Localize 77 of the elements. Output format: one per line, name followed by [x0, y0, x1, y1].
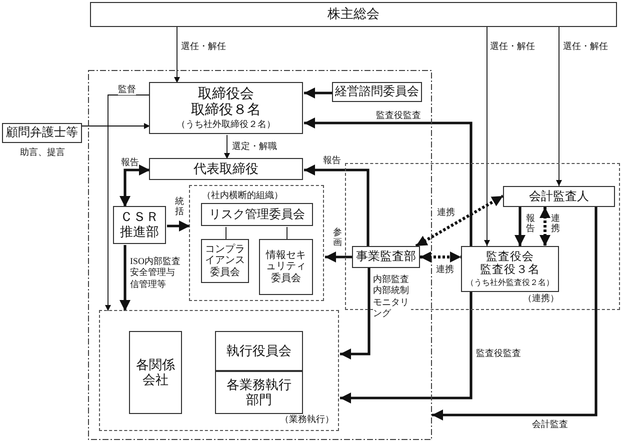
- title-text: 事業監査部: [356, 250, 416, 264]
- title-text: ＣＳＲ推進部: [119, 210, 160, 240]
- edge-label: 連携: [551, 214, 560, 234]
- arrow: [484, 26, 490, 246]
- edge-label: 報告: [121, 157, 139, 168]
- note-text: （業務執行）: [280, 413, 334, 426]
- title-text: 会計監査人: [529, 190, 589, 204]
- note-text: （うち社外取締役２名）: [176, 118, 276, 130]
- edge-label: 監査役監査: [476, 348, 521, 360]
- org-box: [352, 246, 420, 268]
- arrow: [174, 26, 180, 84]
- title-text: 代表取締役: [194, 162, 258, 176]
- title-text: 監査役３名: [480, 264, 540, 278]
- arrow: [556, 26, 562, 186]
- title-text: 株主総会: [328, 7, 380, 22]
- title-text: 取締役８名: [191, 102, 261, 119]
- title-text: コンプライアンス委員会: [204, 244, 246, 278]
- note-text: （うち社外監査役２名）: [466, 278, 554, 287]
- arrow: [120, 245, 130, 311]
- arrow: [304, 118, 472, 246]
- arrow: [82, 123, 150, 129]
- edge-label: 選定・解職: [232, 141, 277, 152]
- org-box: [149, 82, 303, 134]
- edge-label: 連携: [437, 207, 455, 218]
- org-box: [461, 246, 559, 292]
- arrow: [167, 220, 190, 232]
- title-text: 情報セキュリティ委員会: [266, 250, 306, 284]
- edge-label: 選任・解任: [181, 41, 226, 52]
- org-box: [215, 371, 303, 414]
- edge-label: 参画: [333, 228, 342, 248]
- edge-label: 会計監査: [532, 419, 568, 430]
- title-text: 取締役会: [198, 86, 254, 102]
- title-text: 各関係会社: [135, 358, 176, 388]
- org-box: [90, 2, 617, 27]
- org-box: [259, 239, 313, 295]
- arrow: [420, 252, 461, 262]
- org-box: [503, 186, 615, 207]
- note-text: （連携）: [523, 292, 559, 305]
- arrow: [105, 94, 150, 312]
- title-text: 監査役会: [486, 251, 534, 264]
- group-frame: [99, 310, 339, 431]
- edge-label: 監査役監査: [376, 110, 421, 122]
- arrow: [325, 252, 352, 262]
- org-box: [149, 158, 303, 180]
- title-text: 顧問弁護士等: [6, 126, 78, 140]
- note-text: （社内横断的組織）: [202, 189, 283, 202]
- edge-label: 連携: [436, 264, 454, 276]
- org-box: [129, 331, 182, 414]
- arrow: [304, 164, 370, 246]
- connector-line: [286, 226, 288, 240]
- title-text: 経営諮問委員会: [335, 85, 419, 99]
- edge-label: 選任・解任: [490, 41, 535, 52]
- edge-label: 内部監査内部統制モニタリング: [373, 274, 411, 319]
- org-box: [2, 123, 82, 143]
- org-box: [113, 206, 166, 244]
- title-text: 執行役員会: [226, 344, 292, 358]
- note-text: 助言、提言: [20, 147, 65, 158]
- arrow: [340, 292, 472, 404]
- arrow: [540, 207, 550, 246]
- edge-label: 報告: [323, 155, 341, 166]
- group-frame: [189, 185, 324, 301]
- arrow: [304, 88, 333, 98]
- edge-label: 監督: [118, 84, 136, 96]
- title-text: 各業務執行部門: [226, 378, 292, 408]
- edge-label: 報告: [526, 214, 535, 234]
- arrow: [514, 207, 526, 246]
- arrow: [432, 207, 598, 420]
- arrow: [340, 268, 370, 360]
- title-text: リスク管理委員会: [209, 208, 305, 222]
- edge-label: 統括: [175, 197, 184, 217]
- org-box: [215, 331, 303, 371]
- arrow: [224, 134, 230, 160]
- arrow: [415, 194, 504, 248]
- edge-label: 選任・解任: [563, 41, 608, 52]
- edge-label: ISO内部監査安全管理与信管理等: [130, 256, 182, 290]
- arrow: [120, 164, 150, 207]
- org-box: [201, 203, 313, 226]
